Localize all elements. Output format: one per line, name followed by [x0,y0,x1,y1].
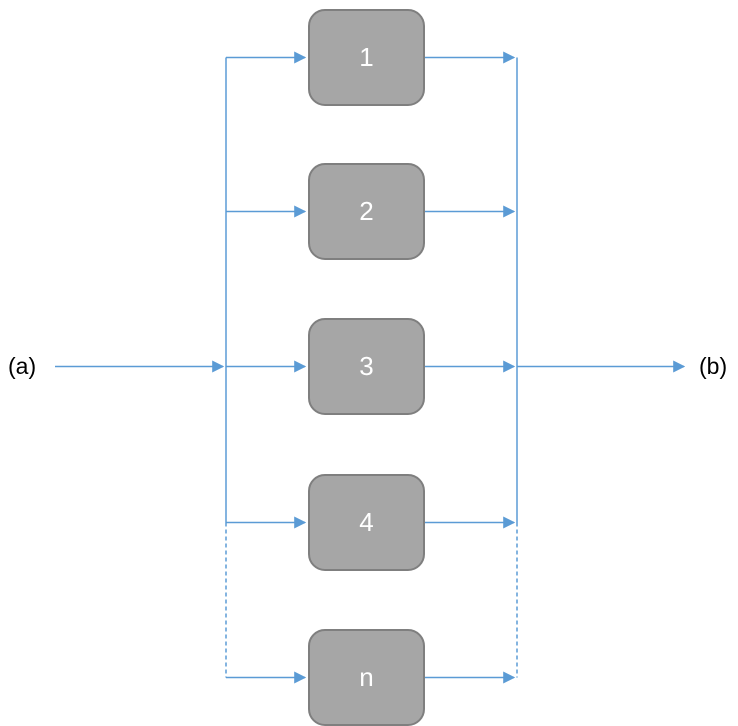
block-1: 1 [308,9,425,106]
block-3: 3 [308,318,425,415]
block-n: n [308,629,425,726]
input-label-a: (a) [8,353,37,379]
block-4: 4 [308,474,425,571]
output-label-b: (b) [699,353,728,379]
block-2: 2 [308,163,425,260]
